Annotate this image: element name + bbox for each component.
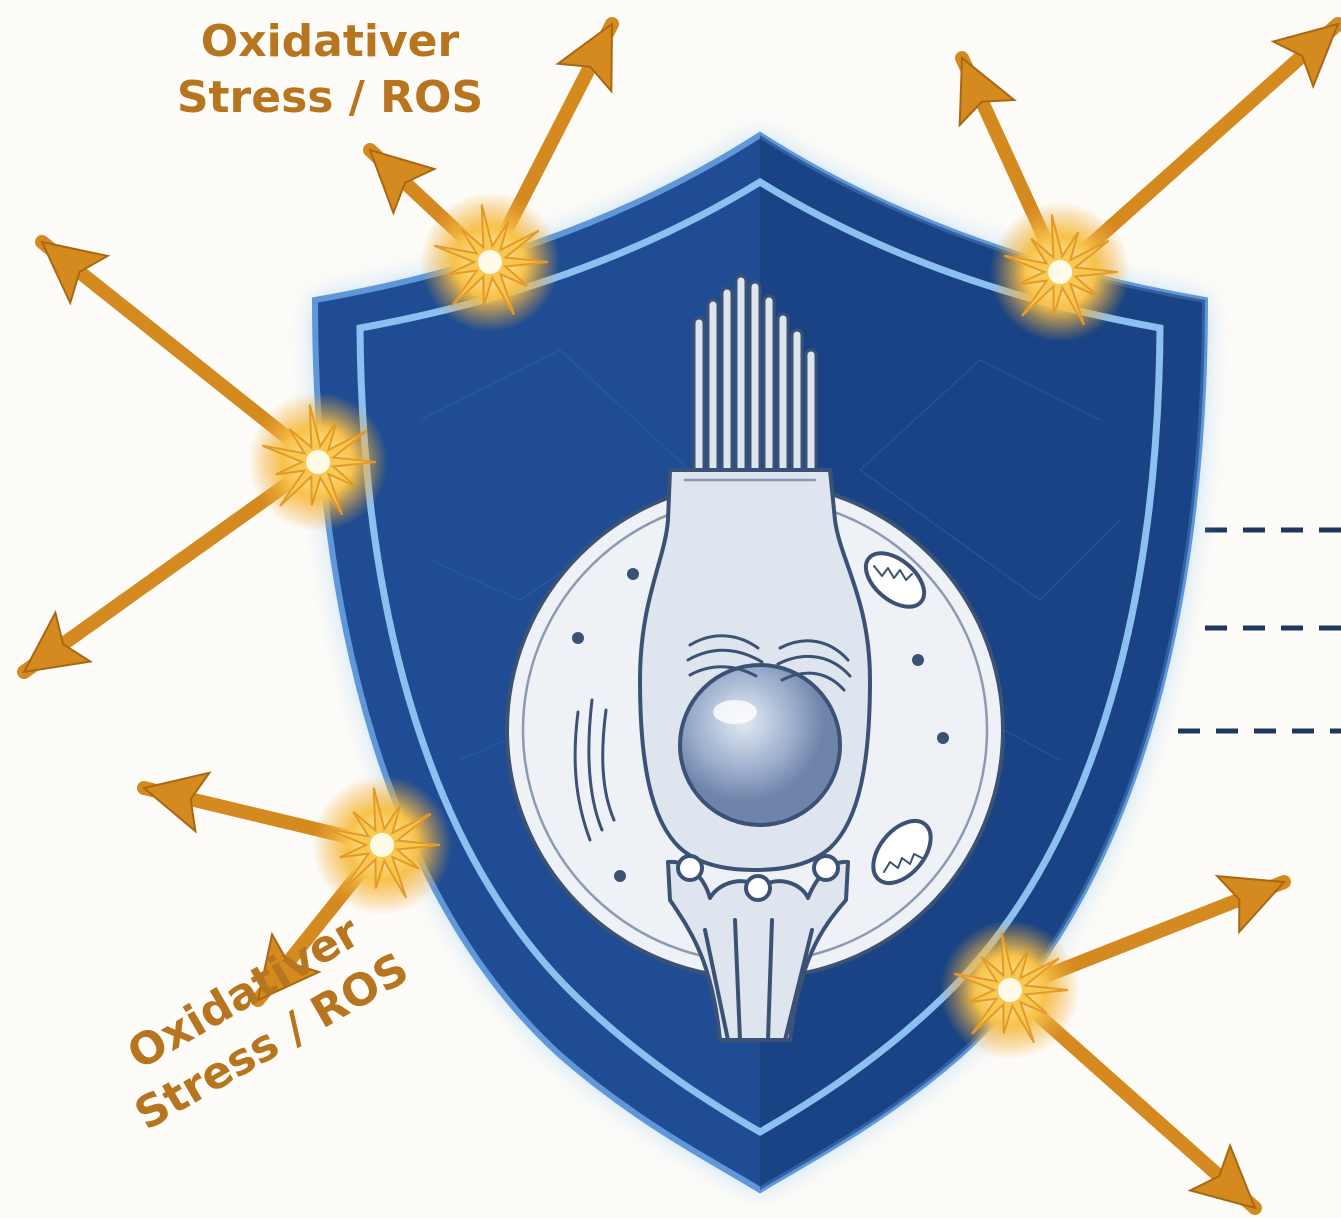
starburst-icon: [248, 392, 388, 532]
arrowhead: [24, 613, 90, 672]
nucleus: [680, 665, 840, 825]
stress-label-top-line1: Oxidativer: [145, 14, 515, 70]
starburst-icon: [420, 192, 560, 332]
dashed-connectors: [1178, 530, 1341, 731]
stress-label-top: Oxidativer Stress / ROS: [145, 14, 515, 126]
starburst-icon: [940, 920, 1080, 1060]
starburst-icon: [990, 202, 1130, 342]
stress-label-top-line2: Stress / ROS: [145, 70, 515, 126]
